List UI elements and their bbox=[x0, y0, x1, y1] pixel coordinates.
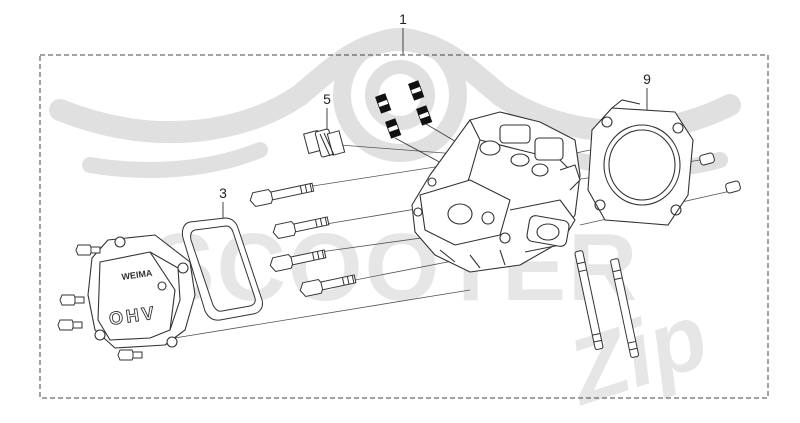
valve-cover-gasket bbox=[181, 217, 263, 321]
spark-plug bbox=[303, 128, 346, 158]
callout-9: 9 bbox=[643, 71, 651, 87]
cylinder-head bbox=[411, 111, 581, 273]
head-gasket bbox=[587, 99, 694, 226]
callout-1: 1 bbox=[399, 11, 407, 27]
valve-cover bbox=[87, 234, 196, 349]
valve-cover-emblem: WEIMA bbox=[121, 268, 154, 282]
callout-3: 3 bbox=[219, 185, 227, 201]
gasket-dowels bbox=[699, 152, 741, 194]
head-studs bbox=[574, 250, 640, 358]
assembly-dashed-frame bbox=[39, 54, 769, 399]
head-bolts bbox=[249, 182, 357, 298]
callout-5: 5 bbox=[323, 91, 331, 107]
cover-bolts bbox=[57, 244, 143, 361]
